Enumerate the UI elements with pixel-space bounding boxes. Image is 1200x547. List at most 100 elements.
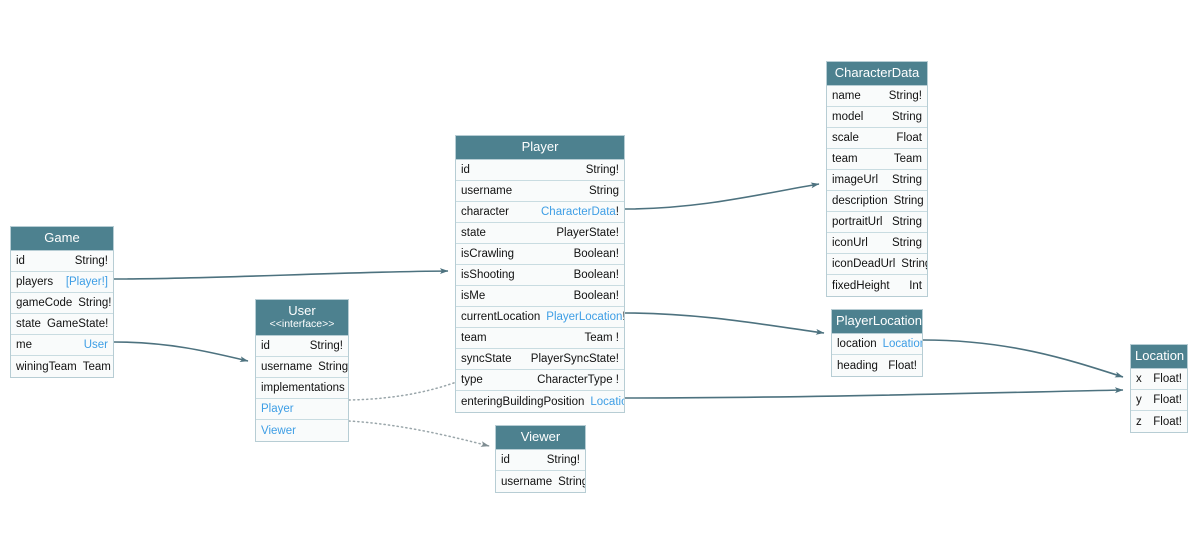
field-name: portraitUrl — [832, 216, 883, 228]
field-row[interactable]: character CharacterData! — [456, 202, 624, 223]
field-row[interactable]: gameCode String! — [11, 293, 113, 314]
field-name: fixedHeight — [832, 279, 890, 292]
field-name: id — [461, 164, 470, 176]
field-name: username — [461, 185, 513, 197]
field-row[interactable]: isCrawling Boolean! — [456, 244, 624, 265]
field-type-text: PlayerLocation — [546, 311, 623, 323]
field-row[interactable]: portraitUrl String — [827, 212, 927, 233]
entity-game[interactable]: Game id String! players [Player!] gameCo… — [10, 226, 114, 378]
field-name: team — [832, 153, 858, 165]
field-name: id — [261, 340, 270, 352]
field-row[interactable]: id String! — [456, 160, 624, 181]
field-row[interactable]: enteringBuildingPosition Location — [456, 391, 624, 412]
field-row[interactable]: team Team ! — [456, 328, 624, 349]
field-row[interactable]: isShooting Boolean! — [456, 265, 624, 286]
field-name: id — [501, 454, 510, 466]
field-name: imageUrl — [832, 174, 879, 186]
field-type: String — [558, 475, 585, 488]
field-row[interactable]: players [Player!] — [11, 272, 113, 293]
edge-playerlocation-location-to-location — [922, 339, 1124, 378]
field-type-link[interactable]: [Player!] — [65, 276, 108, 288]
field-row[interactable]: id String! — [496, 450, 585, 471]
entity-viewer[interactable]: Viewer id String! username String — [495, 425, 586, 493]
edge-player-enteringbuildingposition-to-location — [624, 387, 1124, 399]
field-name: enteringBuildingPosition — [461, 395, 585, 408]
entity-user[interactable]: User <<interface>> id String! username S… — [255, 299, 349, 442]
field-row[interactable]: scale Float — [827, 128, 927, 149]
edge-user-implements-viewer — [348, 420, 490, 447]
field-row[interactable]: x Float! — [1131, 369, 1187, 390]
entity-game-title: Game — [11, 227, 113, 251]
implementation-row-player[interactable]: Player — [256, 399, 348, 420]
field-row[interactable]: description String — [827, 191, 927, 212]
field-row[interactable]: username String — [456, 181, 624, 202]
edge-player-character-to-characterdata — [624, 182, 820, 210]
implementation-name[interactable]: Player — [261, 403, 294, 415]
field-name: winingTeam — [16, 360, 77, 373]
field-type: String — [318, 361, 348, 373]
field-name: location — [837, 338, 877, 350]
field-type: Float! — [1153, 373, 1182, 385]
field-type-link[interactable]: CharacterData! — [509, 206, 619, 218]
field-name: iconUrl — [832, 237, 868, 249]
field-row[interactable]: type CharacterType ! — [456, 370, 624, 391]
field-row[interactable]: syncState PlayerSyncState! — [456, 349, 624, 370]
field-name: state — [16, 318, 41, 330]
field-row[interactable]: state GameState! — [11, 314, 113, 335]
entity-player-title: Player — [456, 136, 624, 160]
field-name: team — [461, 332, 487, 344]
field-type-link[interactable]: User — [83, 339, 108, 351]
field-type-text: CharacterData — [541, 206, 616, 218]
field-name: state — [461, 227, 486, 239]
entity-location[interactable]: Location x Float! y Float! z Float! — [1130, 344, 1188, 433]
field-row[interactable]: id String! — [256, 336, 348, 357]
field-row[interactable]: username String — [256, 357, 348, 378]
field-type: Boolean! — [573, 248, 619, 260]
field-name: scale — [832, 132, 859, 144]
field-row[interactable]: model String — [827, 107, 927, 128]
field-name: type — [461, 374, 483, 386]
field-row[interactable]: name String! — [827, 86, 927, 107]
implementation-row-viewer[interactable]: Viewer — [256, 420, 348, 441]
field-row[interactable]: heading Float! — [832, 355, 922, 376]
field-row[interactable]: me User — [11, 335, 113, 356]
field-row[interactable]: currentLocation PlayerLocation! — [456, 307, 624, 328]
field-type-text: Location — [882, 338, 922, 350]
field-type: GameState! — [46, 318, 109, 330]
field-type: String — [588, 185, 619, 197]
field-row[interactable]: username String — [496, 471, 585, 492]
field-type-link[interactable]: Location — [590, 395, 624, 408]
field-row[interactable]: id String! — [11, 251, 113, 272]
field-row[interactable]: isMe Boolean! — [456, 286, 624, 307]
entity-location-title: Location — [1131, 345, 1187, 369]
field-name: isMe — [461, 290, 486, 302]
field-name: gameCode — [16, 297, 73, 309]
field-name: model — [832, 111, 864, 123]
implementation-name[interactable]: Viewer — [261, 424, 296, 437]
field-row[interactable]: iconUrl String — [827, 233, 927, 254]
field-row[interactable]: team Team — [827, 149, 927, 170]
field-row[interactable]: location Location! — [832, 334, 922, 355]
field-type-link[interactable]: Location! — [877, 338, 922, 350]
field-name: players — [16, 276, 54, 288]
field-type: String! — [546, 454, 580, 466]
field-type-link[interactable]: PlayerLocation! — [540, 311, 624, 323]
field-row[interactable]: fixedHeight Int — [827, 275, 927, 296]
edge-game-players-to-player — [113, 268, 449, 280]
entity-characterdata[interactable]: CharacterData name String! model String … — [826, 61, 928, 297]
field-type: Team — [893, 153, 922, 165]
field-row[interactable]: iconDeadUrl String — [827, 254, 927, 275]
field-row[interactable]: y Float! — [1131, 390, 1187, 411]
field-row[interactable]: z Float! — [1131, 411, 1187, 432]
field-row[interactable]: winingTeam Team — [11, 356, 113, 377]
field-name: isShooting — [461, 269, 515, 281]
entity-playerlocation[interactable]: PlayerLocation location Location! headin… — [831, 309, 923, 377]
field-row[interactable]: state PlayerState! — [456, 223, 624, 244]
field-row[interactable]: imageUrl String — [827, 170, 927, 191]
entity-user-name: User — [288, 303, 316, 318]
field-type: PlayerSyncState! — [530, 353, 619, 365]
entity-player[interactable]: Player id String! username String charac… — [455, 135, 625, 413]
field-type: String — [891, 174, 922, 186]
field-type: Int — [909, 279, 922, 292]
